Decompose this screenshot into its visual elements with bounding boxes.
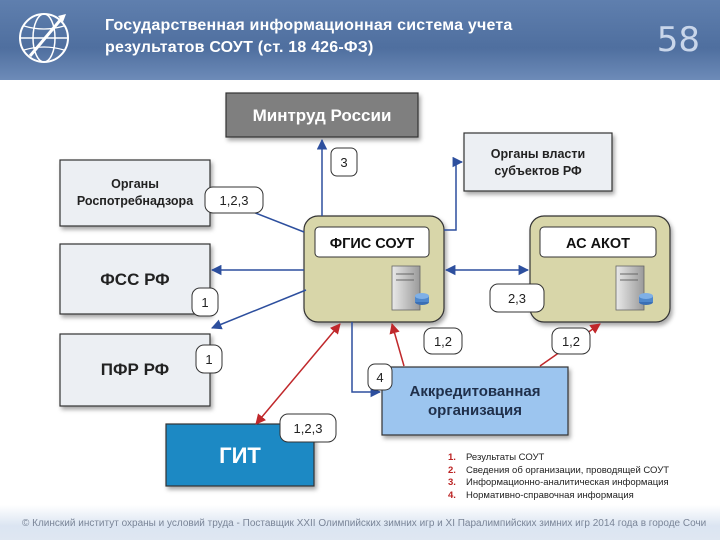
legend-num: 3. <box>448 477 456 488</box>
pfr-label: ПФР РФ <box>101 360 169 379</box>
edge-label-fgis-akot-text: 2,3 <box>508 291 526 306</box>
edge-label-to-git: 1,2,3 <box>279 413 337 443</box>
footer-copyright: © Клинский институт охраны и условий тру… <box>22 518 707 529</box>
edge-label-to-accredited-text: 4 <box>376 370 383 385</box>
edge-label-accredited-akot: 1,2 <box>551 327 591 355</box>
edge-label-accredited-akot-text: 1,2 <box>562 334 580 349</box>
regional-authorities-label-1: Органы власти <box>491 147 585 161</box>
edge-label-to-pfr-text: 1 <box>205 352 212 367</box>
page-number: 58 <box>656 20 700 60</box>
edge-label-to-rospotreb: 1,2,3 <box>204 186 264 214</box>
legend: 1. Результаты СОУТ 2. Сведения об организа… <box>448 452 688 502</box>
title-line-1: Государственная информационная система у… <box>105 17 513 34</box>
header-bar <box>0 0 720 80</box>
institute-logo-icon <box>19 13 69 63</box>
edge-label-to-rospotreb-text: 1,2,3 <box>220 193 249 208</box>
accredited-org-label-1: Аккредитованная <box>410 383 541 400</box>
legend-item: 4. Нормативно-справочная информация <box>448 490 688 503</box>
fgis-title-box <box>314 226 430 258</box>
as-akot-label: АС АКОТ <box>566 236 630 252</box>
page-title: Государственная информационная система у… <box>105 15 585 59</box>
accredited-org-box <box>381 366 569 436</box>
as-akot-server-icon <box>615 265 653 311</box>
legend-text: Сведения об организации, проводящей СОУТ <box>466 464 670 476</box>
rospotreb-box <box>59 159 211 227</box>
footer-bar <box>0 505 720 540</box>
edge-label-fgis-akot: 2,3 <box>489 283 545 313</box>
as-akot-title-box <box>539 226 657 258</box>
arrow-fgis-to-pfr <box>211 289 307 330</box>
legend-num: 2. <box>448 464 456 476</box>
regional-authorities-box <box>463 132 613 192</box>
arrow-to-accredited <box>351 322 382 398</box>
accredited-org-label-2: организация <box>428 402 522 419</box>
edge-label-to-mintrud: 3 <box>330 147 358 177</box>
fss-box <box>59 243 211 315</box>
rospotreb-label-2: Роспотребнадзора <box>77 194 194 208</box>
title-line-2: результатов СОУТ (ст. 18 426-ФЗ) <box>105 39 374 56</box>
arrow-accredited-fgis <box>389 322 405 367</box>
legend-item: 2. Сведения об организации, проводящей СО… <box>448 465 688 478</box>
edge-label-to-pfr: 1 <box>195 344 223 374</box>
rospotreb-label-1: Органы <box>111 177 159 191</box>
edge-label-accredited-fgis-text: 1,2 <box>434 334 452 349</box>
git-label: ГИТ <box>219 443 261 468</box>
legend-item: 1. Результаты СОУТ <box>448 452 688 465</box>
fss-label: ФСС РФ <box>100 270 169 289</box>
arrow-fgis-to-regional <box>444 156 464 231</box>
edge-label-to-git-text: 1,2,3 <box>294 421 323 436</box>
mintrud-label: Минтруд России <box>253 106 392 125</box>
fgis-label: ФГИС СОУТ <box>330 236 415 252</box>
pfr-box <box>59 333 211 407</box>
edge-label-accredited-fgis: 1,2 <box>423 327 463 355</box>
regional-authorities-label-2: субъектов РФ <box>494 164 582 178</box>
edge-label-to-accredited: 4 <box>367 363 393 391</box>
legend-num: 4. <box>448 489 456 501</box>
legend-item: 3. Информационно-аналитическая информация <box>448 477 688 490</box>
legend-text: Нормативно-справочная информация <box>466 489 634 501</box>
fgis-server-icon <box>391 265 429 311</box>
legend-text: Результаты СОУТ <box>466 452 545 463</box>
arrow-git-fgis <box>255 323 341 425</box>
edge-label-to-mintrud-text: 3 <box>340 155 347 170</box>
edge-label-to-fss: 1 <box>191 287 219 317</box>
legend-num: 1. <box>448 452 456 463</box>
edge-label-to-fss-text: 1 <box>201 295 208 310</box>
mintrud-box <box>225 92 419 138</box>
legend-text: Информационно-аналитическая информация <box>466 477 669 488</box>
